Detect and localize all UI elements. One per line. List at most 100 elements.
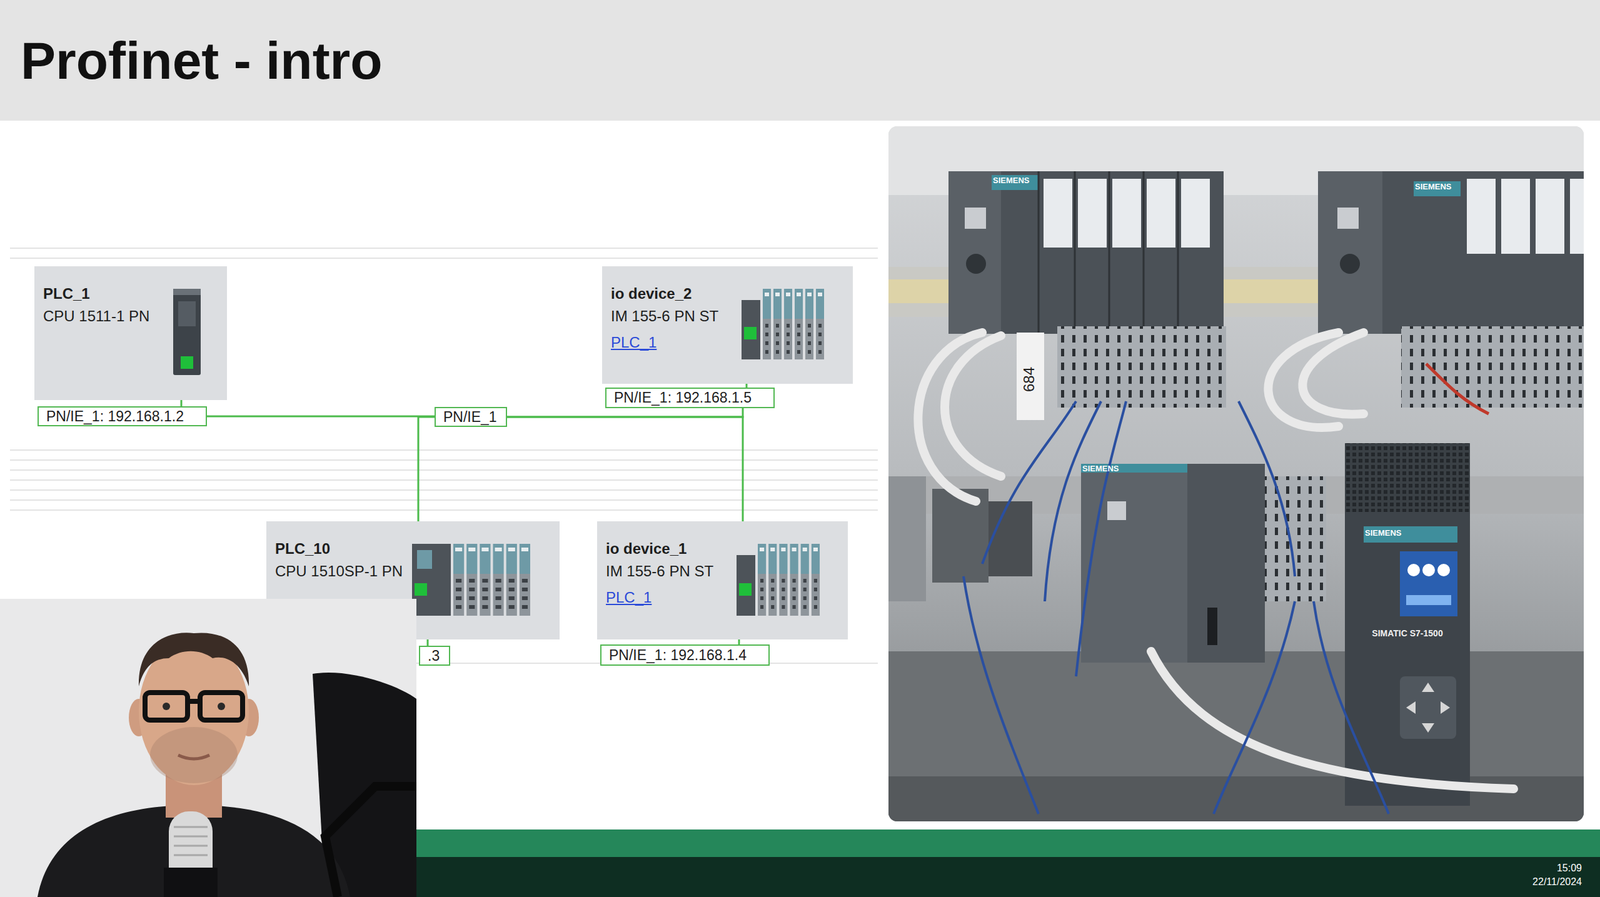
grid-lines-part-part [10,257,878,259]
hardware-photo-part-part [1363,526,1458,543]
brand-mark: SIEMENS [1364,528,1402,538]
hardware-photo-part-part [1264,476,1327,602]
device-icon-part [811,543,820,574]
device-icon-part [466,573,478,616]
device-type: CPU 1511-1 PN [43,307,150,326]
device-icon-part [506,573,518,616]
webcam-inset-part-part [187,699,201,705]
hardware-photo-part-part [1339,253,1360,274]
device-icon-part [770,587,775,592]
network-line [418,417,435,522]
hardware-photo-part-part [917,332,1514,790]
device-icon-part [784,318,793,360]
device-icon-part [762,318,771,360]
hardware-photo-part-part [1016,332,1045,421]
device-icon-part [765,332,769,337]
device-icon-part [759,547,765,552]
device-icon-part [482,596,488,601]
device-icon-part [770,605,775,609]
webcam-inset-part [325,786,417,897]
device-icon-part [773,318,782,360]
hardware-photo-part-part [1318,171,1584,334]
device-icon-part [744,327,757,340]
device-icon-part [760,587,764,592]
device-icon-part [741,300,761,360]
hardware-photo-part-part-part [1112,178,1142,248]
hardware-photo-part-part-part [982,401,1077,564]
device-icon-part [815,288,825,319]
device-icon [173,288,201,376]
footer-dark-bar [416,857,1600,897]
hardware-photo-part-part-part [1142,171,1145,334]
device-icon-part [455,596,462,601]
device-icon-part [493,573,504,616]
hardware-photo-part-part-part [1501,178,1530,254]
device-icon-part [412,543,451,616]
device-icon-part [794,288,803,319]
hardware-photo-part [888,126,1584,822]
device-icon-part [775,350,780,354]
device-icon-part [792,587,796,592]
device-icon-part [770,596,775,601]
grid-lines-part-part [10,509,878,511]
device-icon-part [479,543,491,574]
clock-time: 15:09 [1556,862,1582,875]
device-icon-part [803,596,807,601]
hardware-photo-part-part-part [944,335,1002,477]
hardware-photo-part-part-part [1037,171,1040,334]
grid-lines-part-part [10,479,878,481]
webcam-inset-part-part [145,692,188,721]
hardware-photo-part-part [1407,563,1420,577]
device-icon-part [818,323,822,328]
device-icon-part [786,323,790,328]
device-icon-part [760,578,764,583]
address-label: .3 [418,645,451,666]
device-icon-part [805,318,814,360]
hardware-photo-part-part-part [1043,178,1073,248]
device-icon-part [794,318,803,360]
device-icon-part [792,596,796,601]
webcam-inset-part [178,755,210,760]
hardware-photo-part-part [1344,443,1470,513]
grid-lines-part-part [10,459,878,461]
hardware-photo-part-part [948,171,1224,334]
device-icon-part [775,292,780,297]
hardware-photo-part-part [1107,501,1127,521]
webcam-inset-part-part [173,845,208,848]
hardware-photo-part-part-part [1238,401,1295,577]
webcam-inset-part [138,632,249,687]
hardware-photo-part-part [1440,701,1450,715]
device-icon-part [760,596,764,601]
address-label: PN/IE_1: 192.168.1.5 [605,387,775,409]
device-text: PLC_10CPU 1510SP-1 PN [275,540,403,581]
device-text: PLC_1CPU 1511-1 PN [43,285,150,326]
device-icon-part [797,341,801,346]
device-icon-part [468,605,475,609]
brand-mark: SIEMENS [1082,463,1120,474]
device-name: io device_2 [610,285,719,303]
device-icon-part [765,341,769,346]
device-name: PLC_1 [43,285,150,303]
hardware-photo-part-part-part [1535,178,1565,254]
hardware-photo-part-part [1337,207,1359,229]
hardware-photo-part-part [1318,171,1383,334]
device-icon-part [800,543,810,574]
device-icon-part [807,350,811,354]
device-icon-part [790,573,799,616]
device-icon-part [455,547,463,552]
device-box: io device_2IM 155-6 PN STPLC_1 [602,266,853,384]
device-icon-part [468,596,475,601]
device-icon-part [768,573,777,616]
hardware-photo-part-part [1413,181,1461,197]
hardware-photo-part-part-part [1151,651,1514,790]
hardware-photo-part-part-part [1074,171,1077,334]
hardware-photo-part-part [888,476,926,602]
device-icon-part [803,587,807,592]
device-icon-part [775,341,780,346]
webcam-inset-part [162,702,171,711]
device-icon-part [797,350,801,354]
hardware-photo-part-part [1437,563,1450,577]
webcam-inset-part [173,827,208,856]
device-icon-part [455,587,462,592]
hardware-photo-part-part [1466,178,1584,254]
